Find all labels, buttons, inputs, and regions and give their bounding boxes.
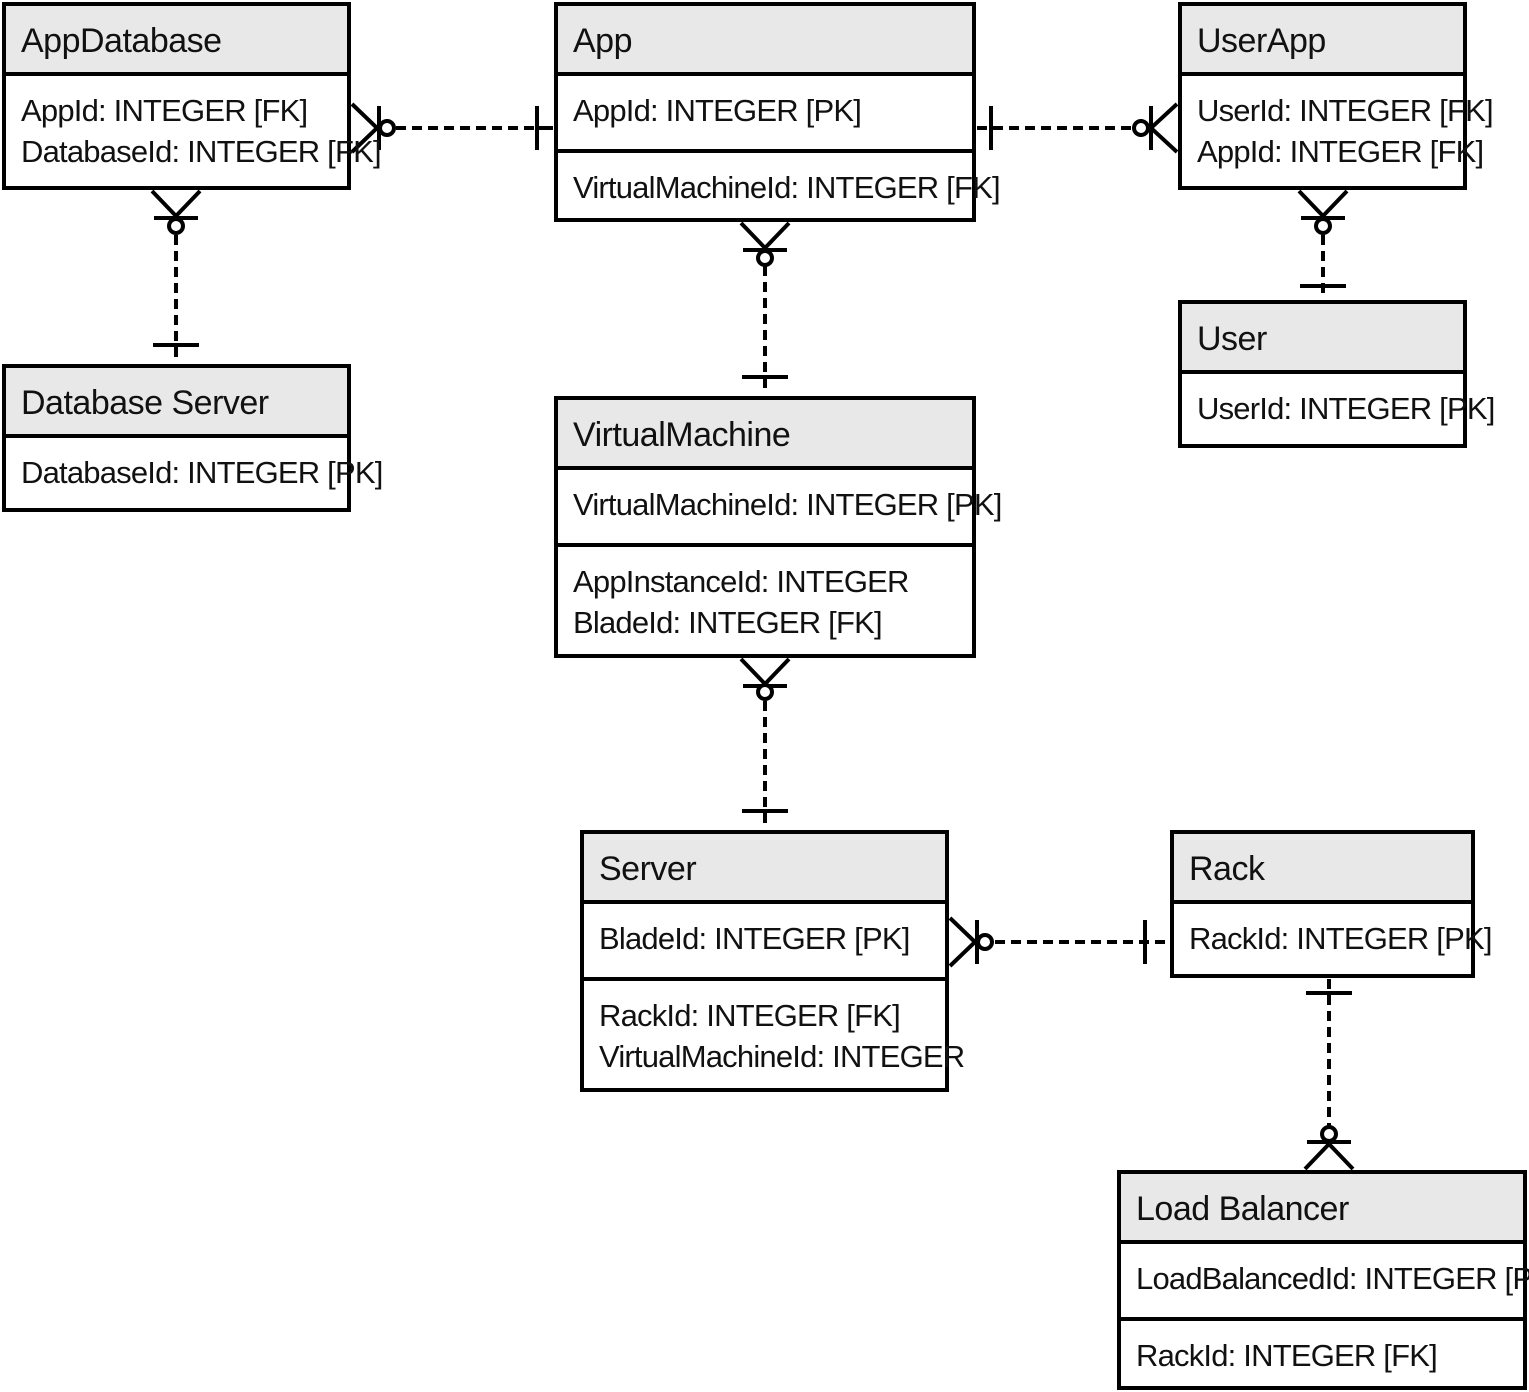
entity-title: UserApp	[1182, 6, 1463, 76]
attribute: RackId: INTEGER [PK]	[1189, 921, 1493, 956]
entity-rack[interactable]: Rack RackId: INTEGER [PK]	[1170, 830, 1493, 978]
attribute: UserId: INTEGER [FK]	[1197, 93, 1494, 128]
attribute: VirtualMachineId: INTEGER	[599, 1039, 965, 1074]
attribute: RackId: INTEGER [FK]	[599, 998, 901, 1033]
entity-title: Load Balancer	[1121, 1174, 1523, 1244]
entity-virtualmachine[interactable]: VirtualMachine VirtualMachineId: INTEGER…	[554, 396, 1002, 658]
entity-server[interactable]: Server BladeId: INTEGER [PK] RackId: INT…	[580, 830, 965, 1092]
entity-user[interactable]: User UserId: INTEGER [PK]	[1178, 300, 1495, 448]
attribute-section: AppId: INTEGER [FK] DatabaseId: INTEGER …	[6, 76, 382, 172]
rel-app-vm	[739, 221, 791, 394]
attribute-section: RackId: INTEGER [PK]	[1174, 904, 1493, 959]
entity-title: Database Server	[6, 368, 347, 438]
entity-title: Rack	[1174, 834, 1471, 904]
attribute: LoadBalancedId: INTEGER [PK]	[1136, 1261, 1529, 1296]
rel-appdatabase-dbserver	[150, 189, 202, 362]
attribute-section: RackId: INTEGER [FK]	[1121, 1317, 1523, 1376]
attribute: AppInstanceId: INTEGER	[573, 564, 909, 599]
attribute-section: AppInstanceId: INTEGER BladeId: INTEGER …	[558, 543, 972, 643]
attribute: DatabaseId: INTEGER [PK]	[21, 455, 383, 490]
rel-userapp-user	[1297, 189, 1349, 298]
attribute: BladeId: INTEGER [PK]	[599, 921, 910, 956]
primary-key-section: BladeId: INTEGER [PK]	[584, 904, 945, 977]
rel-server-rack	[948, 916, 1168, 968]
primary-key-section: AppId: INTEGER [PK]	[558, 76, 972, 149]
rel-app-userapp	[977, 102, 1179, 154]
attribute: AppId: INTEGER [PK]	[573, 93, 862, 128]
entity-title: AppDatabase	[6, 6, 347, 76]
attribute-section: VirtualMachineId: INTEGER [FK]	[558, 149, 1001, 208]
attribute-section: RackId: INTEGER [FK] VirtualMachineId: I…	[584, 977, 965, 1077]
attribute-section: UserId: INTEGER [FK] AppId: INTEGER [FK]	[1182, 76, 1494, 172]
entity-database-server[interactable]: Database Server DatabaseId: INTEGER [PK]	[2, 364, 383, 512]
attribute: DatabaseId: INTEGER [FK]	[21, 134, 382, 169]
entity-app[interactable]: App AppId: INTEGER [PK] VirtualMachineId…	[554, 2, 1001, 222]
attribute: AppId: INTEGER [FK]	[21, 93, 308, 128]
entity-title: User	[1182, 304, 1463, 374]
primary-key-section: LoadBalancedId: INTEGER [PK]	[1121, 1244, 1529, 1317]
attribute: VirtualMachineId: INTEGER [PK]	[573, 487, 1002, 522]
attribute-section: DatabaseId: INTEGER [PK]	[6, 438, 383, 493]
attribute: UserId: INTEGER [PK]	[1197, 391, 1495, 426]
entity-userapp[interactable]: UserApp UserId: INTEGER [FK] AppId: INTE…	[1178, 2, 1494, 190]
rel-vm-server	[739, 657, 791, 828]
attribute: VirtualMachineId: INTEGER [FK]	[573, 170, 1001, 205]
entity-title: App	[558, 6, 972, 76]
entity-load-balancer[interactable]: Load Balancer LoadBalancedId: INTEGER [P…	[1117, 1170, 1529, 1390]
rel-appdatabase-app	[350, 102, 553, 154]
entity-title: VirtualMachine	[558, 400, 972, 470]
primary-key-section: VirtualMachineId: INTEGER [PK]	[558, 470, 1002, 543]
attribute: BladeId: INTEGER [FK]	[573, 605, 883, 640]
attribute: RackId: INTEGER [FK]	[1136, 1338, 1438, 1373]
entity-title: Server	[584, 834, 945, 904]
attribute: AppId: INTEGER [FK]	[1197, 134, 1484, 169]
attribute-section: UserId: INTEGER [PK]	[1182, 374, 1495, 429]
entity-appdatabase[interactable]: AppDatabase AppId: INTEGER [FK] Database…	[2, 2, 382, 190]
rel-rack-lb	[1303, 979, 1355, 1171]
